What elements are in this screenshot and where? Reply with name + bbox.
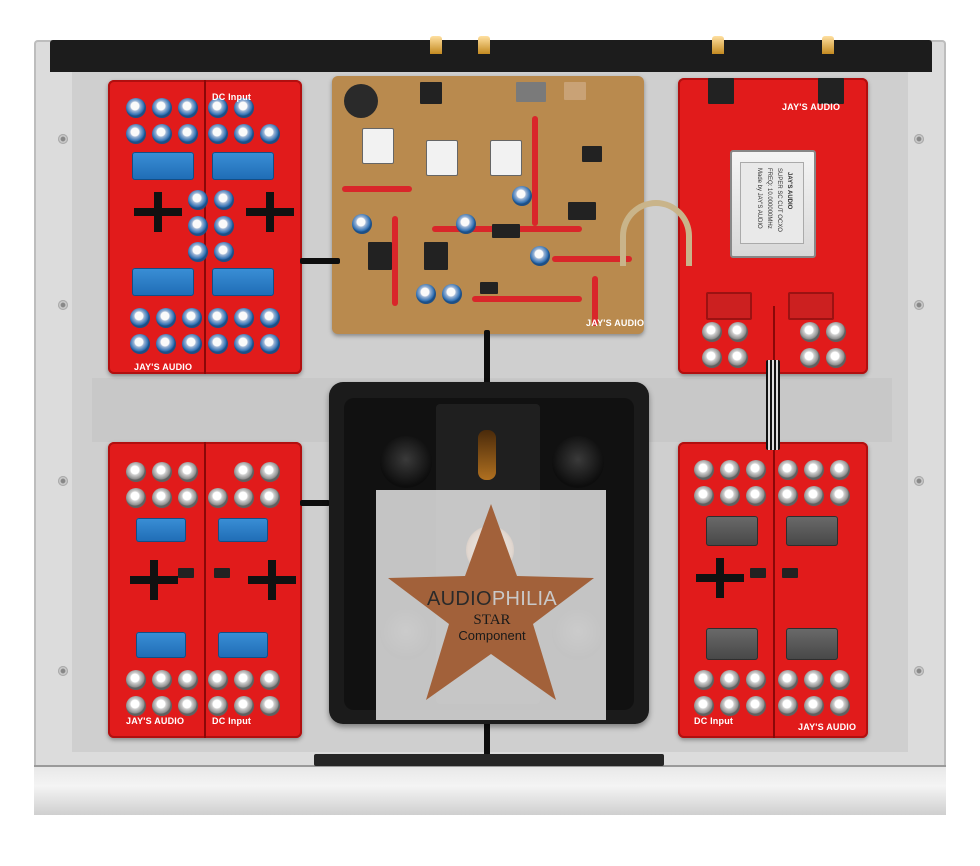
watermark-title: AUDIOPHILIA	[392, 588, 592, 611]
front-panel	[34, 765, 946, 815]
chassis-screw	[914, 666, 924, 676]
psu-board-bottom-right	[678, 442, 868, 738]
chassis-screw	[58, 134, 68, 144]
wire-harness	[484, 722, 490, 758]
chassis-screw	[58, 476, 68, 486]
psu-board-bottom-left	[108, 442, 302, 738]
transport-foot	[380, 436, 432, 488]
ocxo-label-area	[740, 162, 804, 244]
watermark-word-dark: AUDIO	[426, 588, 492, 610]
ocxo-line1: SUPER SC CUT OCXO	[776, 168, 782, 232]
watermark-component-text: Component	[458, 628, 526, 643]
dc-input-label: DC Input	[212, 92, 252, 102]
brand-label: JAY'S AUDIO	[782, 102, 841, 112]
chassis-screw	[58, 300, 68, 310]
chassis-screw	[914, 300, 924, 310]
psu-board-top-left	[108, 80, 302, 374]
rca-jack	[478, 36, 490, 54]
brand-label: JAY'S AUDIO	[126, 716, 185, 726]
rear-panel	[50, 40, 932, 72]
chassis-screw	[914, 134, 924, 144]
dc-input-label: DC Input	[694, 716, 734, 726]
brand-label: JAY'S AUDIO	[134, 362, 193, 372]
brand-label: JAY'S AUDIO	[586, 318, 645, 328]
coax-cable	[620, 200, 692, 266]
chassis-screw	[914, 476, 924, 486]
watermark-word-light: PHILIA	[491, 588, 557, 610]
rca-jack	[712, 36, 724, 54]
wire-harness	[300, 258, 340, 264]
rca-jack	[822, 36, 834, 54]
wire-harness	[766, 360, 780, 450]
star-icon	[388, 504, 594, 700]
chassis-screw	[58, 666, 68, 676]
wire-harness	[484, 330, 490, 384]
ocxo-line2: FREQ: 10.000000MHz	[766, 168, 772, 229]
clock-board-top-right	[678, 78, 868, 374]
front-connector-strip	[314, 754, 664, 766]
rca-jack	[430, 36, 442, 54]
laser-pickup	[478, 430, 496, 480]
brand-label: JAY'S AUDIO	[798, 722, 857, 732]
dc-input-label: DC Input	[212, 716, 252, 726]
ocxo-line3: Made by JAY'S AUDIO	[756, 168, 762, 229]
watermark-star-text: STAR	[473, 612, 511, 628]
transport-foot	[552, 436, 604, 488]
wire-harness	[300, 500, 330, 506]
main-dac-pcb	[332, 76, 644, 334]
ocxo-brand: JAY'S AUDIO	[786, 172, 792, 210]
